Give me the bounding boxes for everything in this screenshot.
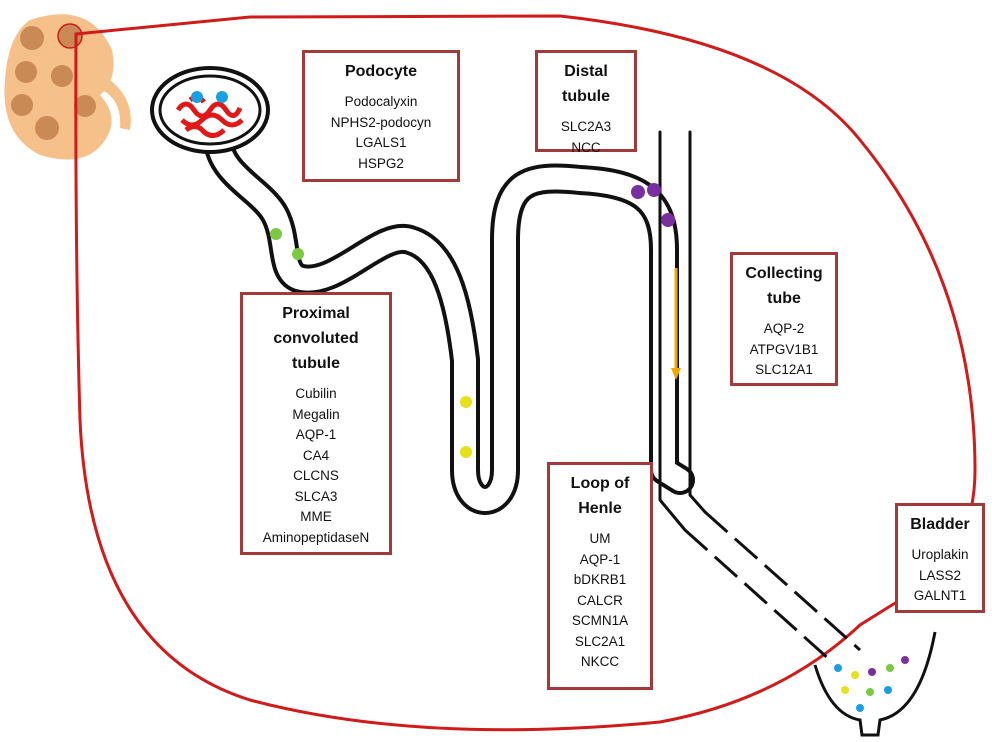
marker-blue bbox=[216, 91, 228, 103]
marker-list: UM AQP-1 bDKRB1 CALCR SCMN1A SLC2A1 NKCC bbox=[571, 531, 629, 669]
marker-yellow bbox=[460, 446, 472, 458]
marker-list: SLC2A3 NCC bbox=[560, 119, 612, 155]
kidney-lobe bbox=[35, 116, 59, 140]
marker-green bbox=[866, 688, 874, 696]
box-title: Loop of Henle bbox=[570, 475, 630, 517]
marker-purple bbox=[631, 185, 645, 199]
collecting-tube-box: Collecting tube AQP-2 ATPGV1B1 SLC12A1 bbox=[730, 252, 838, 386]
marker-list: Cubilin Megalin AQP-1 CA4 CLCNS SLCA3 MM… bbox=[262, 386, 370, 545]
marker-list: Podocalyxin NPHS2-podocyn LGALS1 HSPG2 bbox=[330, 94, 432, 171]
loop-of-henle-box: Loop of Henle UM AQP-1 bDKRB1 CALCR SCMN… bbox=[547, 462, 653, 690]
kidney-lobe bbox=[20, 26, 44, 50]
marker-blue bbox=[834, 664, 842, 672]
ureter-dashed bbox=[683, 510, 861, 662]
marker-purple bbox=[661, 213, 675, 227]
proximal-tubule-box: Proximal convoluted tubule Cubilin Megal… bbox=[240, 292, 392, 555]
kidney-lobe-highlight bbox=[57, 23, 83, 49]
marker-purple bbox=[647, 183, 661, 197]
ureter-stub bbox=[102, 80, 131, 130]
kidney-lobe bbox=[51, 65, 73, 87]
marker-blue bbox=[884, 686, 892, 694]
box-title: Proximal convoluted tubule bbox=[273, 305, 359, 372]
marker-purple bbox=[901, 656, 909, 664]
kidney-shape bbox=[4, 14, 114, 160]
marker-blue bbox=[856, 704, 864, 712]
marker-yellow bbox=[460, 396, 472, 408]
distal-tubule-box: Distal tubule SLC2A3 NCC bbox=[535, 50, 637, 155]
marker-list: AQP-2 ATPGV1B1 SLC12A1 bbox=[749, 321, 819, 377]
glomerulus bbox=[150, 66, 270, 154]
box-title: Collecting tube bbox=[745, 265, 823, 307]
marker-green bbox=[292, 248, 304, 260]
flow-arrow bbox=[671, 268, 681, 380]
nephron-tubule bbox=[203, 125, 707, 532]
kidney-lobe bbox=[74, 95, 96, 117]
kidney-lobe bbox=[11, 94, 33, 116]
marker-blue bbox=[191, 91, 203, 103]
marker-purple bbox=[868, 668, 876, 676]
zoom-outline bbox=[74, 14, 977, 732]
marker-green bbox=[886, 664, 894, 672]
podocyte-box: Podocyte Podocalyxin NPHS2-podocyn LGALS… bbox=[302, 50, 460, 182]
marker-yellow bbox=[851, 671, 859, 679]
kidney-lobe bbox=[15, 61, 37, 83]
marker-green bbox=[270, 228, 282, 240]
box-title: Bladder bbox=[910, 516, 970, 533]
marker-list: Uroplakin LASS2 GALNT1 bbox=[911, 547, 969, 603]
box-title: Podocyte bbox=[344, 63, 417, 80]
kidney-illustration bbox=[4, 14, 131, 160]
bladder-illustration bbox=[813, 631, 937, 737]
box-title: Distal tubule bbox=[562, 63, 610, 105]
marker-yellow bbox=[841, 686, 849, 694]
bladder-box: Bladder Uroplakin LASS2 GALNT1 bbox=[895, 503, 985, 613]
